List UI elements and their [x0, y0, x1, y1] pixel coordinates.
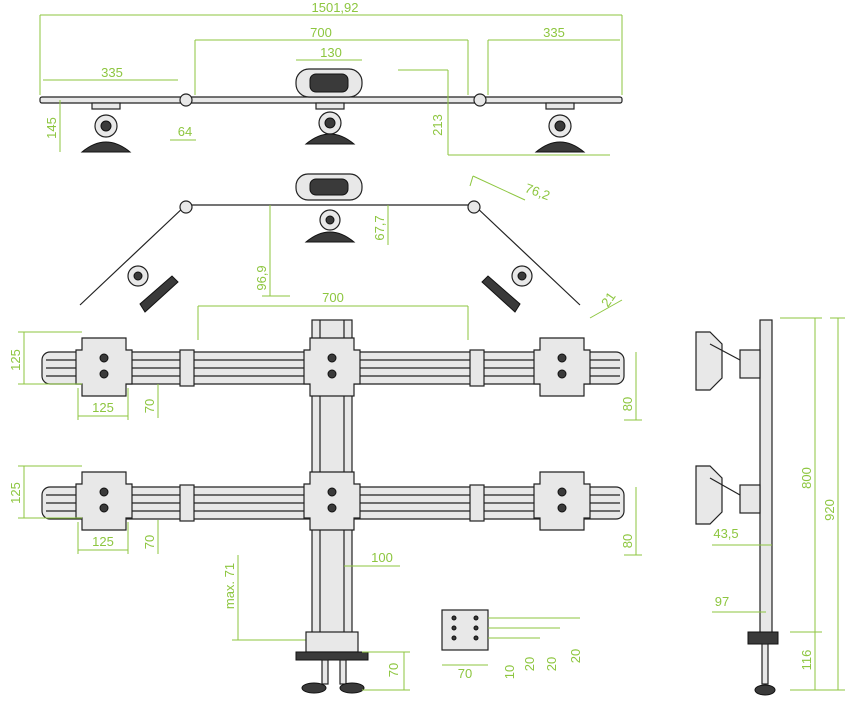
dim-side-97: 97 — [715, 594, 729, 609]
top-bar — [39, 96, 623, 104]
angled-mount-right — [481, 265, 533, 313]
dim-angle-offset: 76,2 — [523, 180, 552, 203]
dim-center-span: 700 — [310, 25, 332, 40]
angled-mount-left — [127, 265, 179, 313]
dim-side-43: 43,5 — [713, 526, 738, 541]
side-pole — [759, 319, 773, 641]
mount-center — [304, 102, 356, 145]
dim-bar-h-top: 80 — [620, 397, 635, 411]
dim-base-w: 70 — [458, 666, 472, 681]
dim-hole-c: 20 — [544, 657, 559, 671]
dim-mount-drop: 67,7 — [372, 215, 387, 240]
desk-clamp — [295, 631, 369, 694]
dim-hole-d: 20 — [568, 649, 583, 663]
dim-vesa-h-top: 125 — [92, 400, 114, 415]
dim-bar-depth: 21 — [598, 289, 619, 309]
dim-hole-b: 20 — [522, 657, 537, 671]
dim-overall-height: 213 — [430, 114, 445, 136]
vesa-plate-upper-left — [75, 337, 133, 397]
dim-left-span: 335 — [101, 65, 123, 80]
side-mount-bottom — [695, 465, 761, 525]
front-view: 700 21 12 — [8, 289, 642, 694]
dim-joint-offset: 64 — [178, 124, 192, 139]
dim-left-height: 145 — [44, 117, 59, 139]
dim-arm-drop: 96,9 — [254, 265, 269, 290]
side-view: 800 920 43,5 97 116 — [695, 317, 845, 696]
mount-right — [534, 102, 586, 153]
dim-hole-a: 10 — [502, 665, 517, 679]
vesa-plate-lower-right — [533, 471, 591, 531]
angled-mount-center — [304, 209, 356, 243]
vesa-plate-upper-right — [533, 337, 591, 397]
dim-pole-offset: 100 — [371, 550, 393, 565]
dim-vesa-v-bot: 125 — [8, 482, 23, 504]
vesa-plate-lower-center — [303, 471, 361, 531]
dim-center-handle: 130 — [320, 45, 342, 60]
mount-left — [80, 102, 132, 153]
vesa-plate-lower-left — [75, 471, 133, 531]
dim-side-920: 920 — [822, 499, 837, 521]
left-joint — [179, 93, 193, 107]
dim-bar-h-bot: 80 — [620, 534, 635, 548]
dim-lower-span: 700 — [322, 290, 344, 305]
dim-plate-top: 70 — [142, 399, 157, 413]
dim-plate-bot: 70 — [142, 535, 157, 549]
right-joint — [473, 93, 487, 107]
dim-vesa-h-bot: 125 — [92, 534, 114, 549]
center-handle-grip — [309, 73, 349, 93]
dim-side-116: 116 — [799, 650, 814, 671]
base-plate-detail: 70 10 20 20 20 — [441, 609, 583, 681]
dim-right-span: 335 — [543, 25, 565, 40]
side-mount-top — [695, 331, 761, 391]
dim-vesa-v-top: 125 — [8, 349, 23, 371]
dim-max-clamp: max. 71 — [222, 563, 237, 609]
angled-view: 76,2 67,7 96,9 — [79, 173, 581, 313]
dim-side-800: 800 — [799, 467, 814, 489]
dim-clamp-h: 70 — [386, 663, 401, 677]
top-view: 1501,92 700 335 335 130 145 64 213 — [39, 0, 623, 156]
vesa-plate-upper-center — [303, 337, 361, 397]
dim-total-width: 1501,92 — [312, 0, 359, 15]
